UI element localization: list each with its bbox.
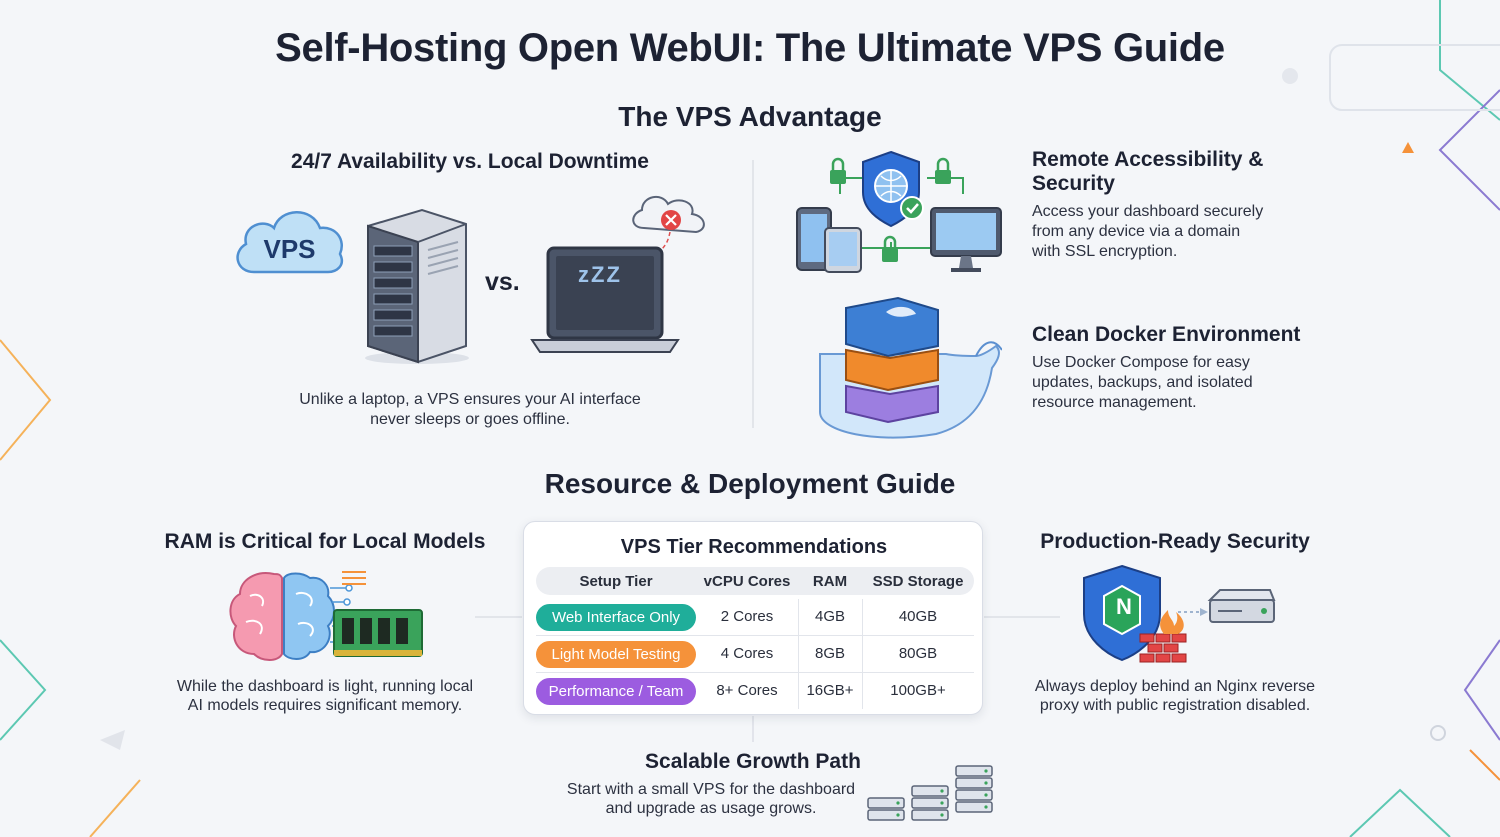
ram-cell: 8GB bbox=[814, 645, 845, 662]
ram-cell: 4GB bbox=[814, 608, 845, 625]
nginx-letter: N bbox=[1116, 594, 1132, 619]
ram-desc-line2: AI models requires significant memory. bbox=[187, 697, 463, 714]
vs-label: vs. bbox=[485, 268, 520, 296]
vps-tier-table: VPS Tier Recommendations Setup Tier vCPU… bbox=[523, 521, 983, 715]
remote-title-line1: Remote Accessibility & bbox=[1032, 148, 1264, 171]
remote-title-line2: Security bbox=[1032, 172, 1115, 195]
cpu-cell: 8+ Cores bbox=[716, 682, 778, 699]
server-icon bbox=[365, 208, 469, 364]
tier-pill: Performance / Team bbox=[536, 678, 696, 705]
docker-desc-line3: resource management. bbox=[1032, 394, 1197, 411]
sleep-indicator: zZZ bbox=[578, 262, 622, 287]
ram-title: RAM is Critical for Local Models bbox=[164, 530, 486, 553]
brain-ram-icon bbox=[229, 571, 423, 661]
section-heading-vps-advantage: The VPS Advantage bbox=[618, 101, 882, 132]
cpu-cell: 4 Cores bbox=[720, 645, 774, 662]
laptop-icon bbox=[530, 195, 705, 353]
availability-desc-line2: never sleeps or goes offline. bbox=[370, 411, 570, 428]
growth-desc-line1: Start with a small VPS for the dashboard bbox=[566, 781, 856, 798]
availability-title: 24/7 Availability vs. Local Downtime bbox=[291, 150, 649, 173]
cloud-icon bbox=[236, 211, 344, 274]
cpu-cell: 2 Cores bbox=[720, 608, 774, 625]
nginx-shield-icon bbox=[1083, 564, 1276, 663]
security-title: Production-Ready Security bbox=[1040, 530, 1310, 553]
header-ram: RAM bbox=[812, 573, 848, 590]
docker-desc-line1: Use Docker Compose for easy bbox=[1032, 354, 1250, 371]
table-row: Light Model Testing 4 Cores 8GB 80GB bbox=[536, 636, 974, 673]
docker-whale-icon bbox=[819, 296, 1002, 439]
page-title: Self-Hosting Open WebUI: The Ultimate VP… bbox=[275, 26, 1225, 70]
table-header-row: Setup Tier vCPU Cores RAM SSD Storage bbox=[536, 567, 974, 595]
security-desc-line2: proxy with public registration disabled. bbox=[1039, 697, 1311, 714]
cloud-label: VPS bbox=[263, 234, 316, 264]
docker-title: Clean Docker Environment bbox=[1032, 323, 1301, 346]
ssd-cell: 40GB bbox=[898, 608, 938, 625]
remote-devices-icon bbox=[796, 150, 1002, 273]
server-stack-icon bbox=[867, 765, 993, 821]
table-title: VPS Tier Recommendations bbox=[620, 536, 888, 558]
header-vcpu: vCPU Cores bbox=[703, 573, 791, 590]
table-row: Web Interface Only 2 Cores 4GB 40GB bbox=[536, 599, 974, 636]
availability-desc-line1: Unlike a laptop, a VPS ensures your AI i… bbox=[299, 391, 641, 408]
ram-cell: 16GB+ bbox=[806, 682, 854, 699]
tier-pill: Web Interface Only bbox=[536, 604, 696, 631]
growth-title: Scalable Growth Path bbox=[645, 750, 861, 773]
section-heading-resource-guide: Resource & Deployment Guide bbox=[544, 468, 956, 499]
remote-desc-line1: Access your dashboard securely bbox=[1032, 203, 1264, 220]
ssd-cell: 80GB bbox=[898, 645, 938, 662]
header-ssd: SSD Storage bbox=[872, 573, 964, 590]
remote-desc-line2: from any device via a domain bbox=[1032, 223, 1241, 240]
lock-icon bbox=[830, 157, 951, 262]
security-desc-line1: Always deploy behind an Nginx reverse bbox=[1034, 678, 1316, 695]
table-row: Performance / Team 8+ Cores 16GB+ 100GB+ bbox=[536, 673, 974, 710]
header-setup-tier: Setup Tier bbox=[579, 573, 653, 590]
remote-desc-line3: with SSL encryption. bbox=[1032, 243, 1178, 260]
tier-pill: Light Model Testing bbox=[536, 641, 696, 668]
growth-desc-line2: and upgrade as usage grows. bbox=[605, 800, 817, 817]
docker-desc-line2: updates, backups, and isolated bbox=[1032, 374, 1253, 391]
ram-desc-line1: While the dashboard is light, running lo… bbox=[176, 678, 474, 695]
ssd-cell: 100GB+ bbox=[890, 682, 946, 699]
